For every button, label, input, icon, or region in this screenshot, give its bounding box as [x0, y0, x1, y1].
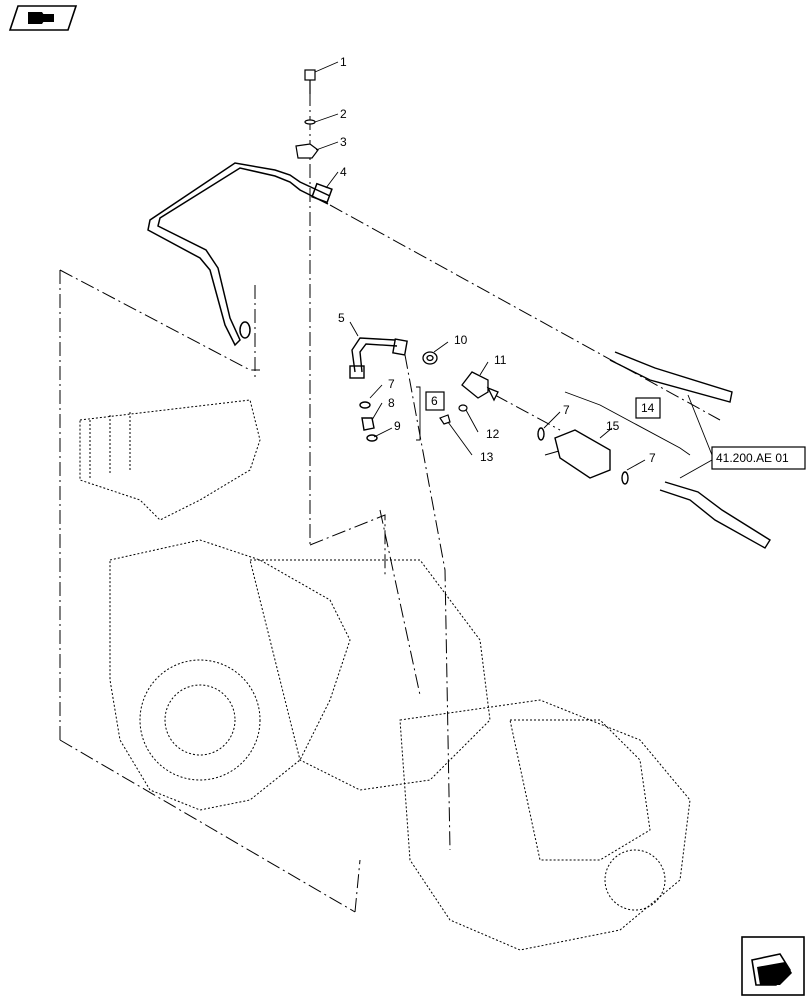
washer-part-10: [422, 351, 438, 365]
washer-part-2: [304, 119, 316, 125]
callout-6: 6: [431, 394, 438, 408]
valve-part-15: [537, 427, 629, 485]
arrow-forward-icon[interactable]: [741, 936, 805, 996]
callout-1: 1: [340, 55, 347, 69]
reference-link[interactable]: 41.200.AE 01: [711, 446, 806, 470]
callout-4: 4: [340, 165, 347, 179]
arrow-back-icon[interactable]: [8, 5, 78, 31]
callout-8: 8: [388, 396, 395, 410]
pipe-part-5: [349, 337, 408, 442]
tube-part-4: [147, 162, 333, 347]
callout-10: 10: [454, 333, 468, 347]
callout-7b: 7: [563, 403, 570, 417]
clamp-part-3: [295, 143, 319, 159]
reference-label[interactable]: 41.200.AE 01: [716, 451, 789, 465]
callout-7c: 7: [649, 451, 656, 465]
hose-ref-part: [609, 351, 771, 549]
callout-6-box: 6: [425, 391, 445, 411]
callout-12: 12: [486, 427, 500, 441]
bracket-part-11: [461, 371, 499, 402]
callout-5: 5: [338, 311, 345, 325]
callout-11: 11: [494, 353, 507, 367]
callout-9: 9: [394, 419, 401, 433]
callout-7a: 7: [388, 377, 395, 391]
machine-outline: [79, 399, 691, 951]
leader-lines: [314, 61, 713, 479]
callout-2: 2: [340, 107, 347, 121]
callout-13: 13: [480, 450, 494, 464]
callout-15: 15: [606, 419, 620, 433]
assembly-lines: [59, 92, 721, 913]
callout-14-box: 14: [635, 397, 661, 419]
callout-14: 14: [641, 401, 655, 415]
bolt-part-1: [304, 69, 316, 94]
callout-3: 3: [340, 135, 347, 149]
screw-part-12-13: [439, 404, 468, 425]
